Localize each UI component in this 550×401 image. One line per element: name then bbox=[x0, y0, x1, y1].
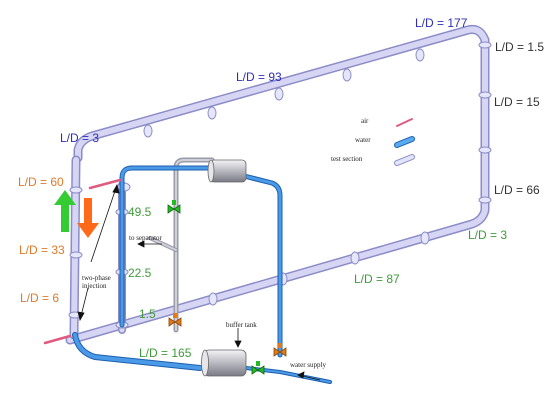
to-separator-label: to separator bbox=[129, 234, 162, 242]
legend bbox=[394, 118, 415, 166]
ld-label: L/D = 87 bbox=[354, 272, 400, 286]
valve-icon bbox=[168, 313, 182, 327]
ld-label: L/D = 177 bbox=[415, 16, 468, 30]
two-phase-injection-label: two-phase bbox=[82, 274, 111, 282]
legend-air-label: air bbox=[361, 117, 369, 125]
downward-flow-arrow-icon bbox=[77, 198, 99, 238]
position-value: 22.5 bbox=[128, 266, 152, 280]
ld-label: L/D = 6 bbox=[20, 291, 60, 305]
water-supply-label: water supply bbox=[290, 361, 326, 369]
ld-label: L/D = 165 bbox=[139, 346, 192, 360]
position-value: 1.5 bbox=[139, 307, 156, 321]
ld-label: L/D = 33 bbox=[19, 243, 65, 257]
ld-label: L/D = 3 bbox=[468, 228, 508, 242]
ld-label: L/D = 93 bbox=[236, 70, 282, 84]
legend-test-section-label: test section bbox=[331, 155, 363, 163]
valve-icon bbox=[273, 343, 287, 357]
ld-label: L/D = 66 bbox=[494, 183, 540, 197]
position-value: 49.5 bbox=[128, 205, 152, 219]
two-phase-injection-label: injection bbox=[82, 282, 107, 290]
air-line bbox=[43, 178, 122, 345]
buffer-tank-label: buffer tank bbox=[226, 321, 257, 329]
ld-label: L/D = 3 bbox=[60, 131, 100, 145]
legend-water-label: water bbox=[355, 136, 371, 144]
top-tank bbox=[207, 159, 247, 183]
upward-flow-arrow-icon bbox=[54, 190, 76, 232]
valve-icon bbox=[167, 200, 181, 214]
annotation-arrows bbox=[77, 183, 321, 381]
ld-label: L/D = 60 bbox=[18, 175, 64, 189]
buffer-tank bbox=[201, 349, 247, 377]
ld-label: L/D = 1.5 bbox=[495, 40, 545, 54]
ld-label: L/D = 15 bbox=[494, 95, 540, 109]
valve-icon bbox=[251, 361, 265, 375]
